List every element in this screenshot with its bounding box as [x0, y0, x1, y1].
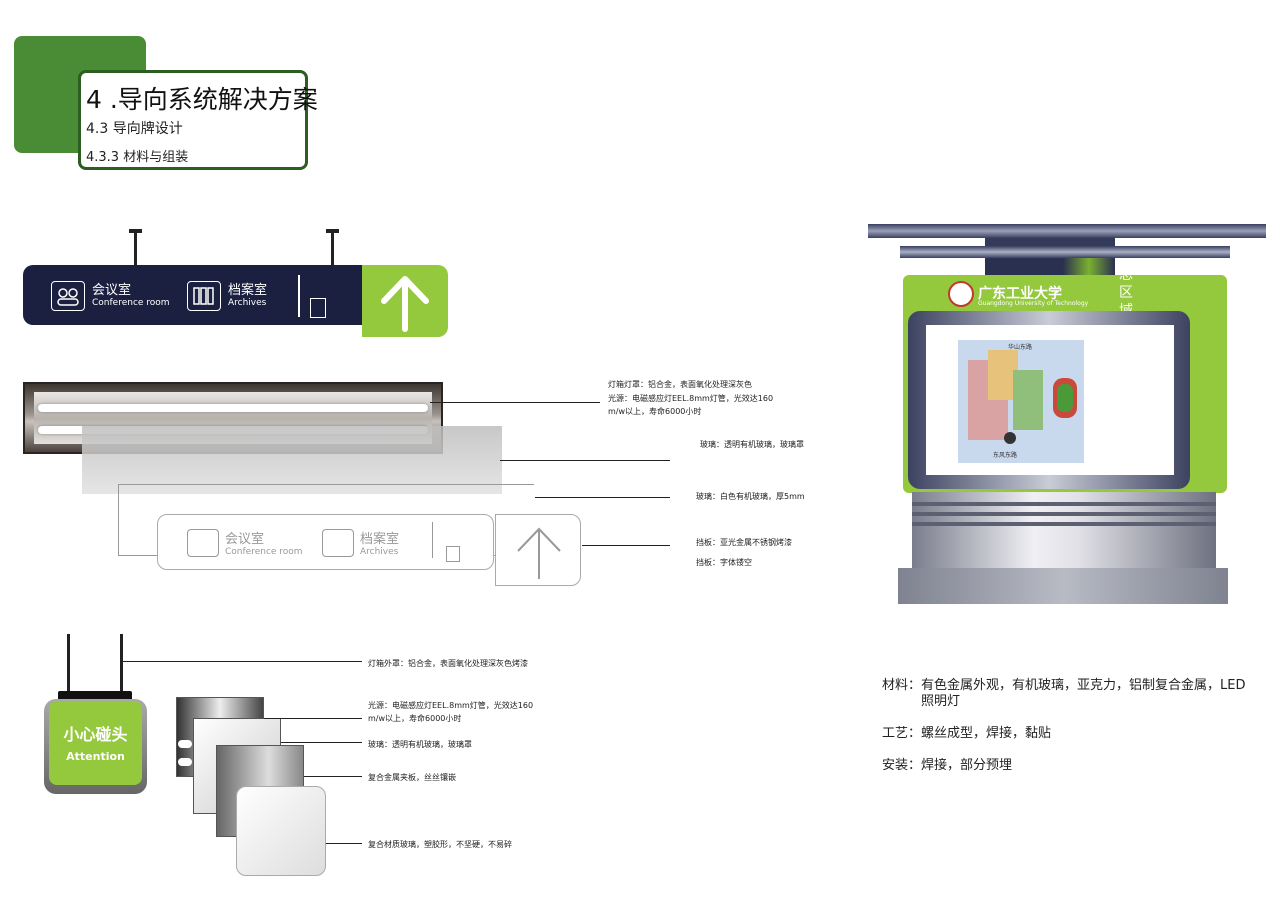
front-panel-outline	[157, 514, 494, 570]
anno-housing-3: m/w以上，寿命6000小时	[608, 407, 702, 416]
kiosk-stripe-2	[912, 512, 1216, 516]
ghost-room1-cn: 会议室	[225, 532, 265, 547]
ghost-item-conference: 会议室 Conference room	[187, 528, 303, 557]
page-title: 4 .导向系统解决方案	[86, 85, 318, 114]
sign-item-conference: 会议室 Conference room	[51, 281, 170, 311]
ss-anno-2a: 光源：电磁感应灯EEL.8mm灯管，光效达160	[368, 701, 534, 710]
campus-map	[958, 340, 1084, 463]
map-road-bottom: 东风东路	[993, 452, 1018, 459]
kiosk-university-cn: 广东工业大学	[978, 286, 1062, 302]
kiosk-stripe-3	[912, 522, 1216, 526]
small-sign-en: Attention	[66, 750, 125, 763]
light-tube-upper	[38, 404, 428, 412]
ghost-item-archives: 档案室 Archives	[322, 528, 399, 557]
ghost-divider	[432, 522, 433, 558]
small-sign-rod-right	[120, 634, 123, 694]
spec-process: 工艺：螺丝成型，焊接，黏贴	[882, 726, 1052, 741]
university-logo-icon	[948, 281, 974, 307]
ghost-room1-en: Conference room	[225, 547, 303, 557]
anno-panel-2: 挡板：字体镂空	[696, 558, 752, 567]
ghost-room2-en: Archives	[360, 547, 399, 557]
header-box	[78, 70, 308, 170]
leader-2	[500, 460, 670, 461]
kiosk-roof-neck	[985, 238, 1115, 246]
ss-anno-5: 复合材质玻璃，塑胶形，不坚硬，不易碎	[368, 840, 512, 849]
hanging-sign-arrow-panel	[362, 265, 448, 337]
leader-4	[582, 545, 670, 546]
kiosk-roof-lower	[900, 246, 1230, 258]
small-sign-rod-left	[67, 634, 70, 694]
up-arrow-outline-icon	[517, 527, 561, 579]
layer-tube-2	[178, 758, 192, 766]
anno-housing-2: 光源：电磁感应灯EEL.8mm灯管，光效达160	[608, 394, 774, 403]
leader-1	[430, 402, 600, 403]
ghost-room2-cn: 档案室	[360, 532, 400, 547]
ss-leader-5	[326, 843, 362, 844]
up-arrow-icon	[381, 276, 429, 332]
archive-outline-icon	[322, 528, 354, 557]
acrylic-glass-layer	[82, 426, 502, 494]
small-sign-top-bar	[58, 691, 132, 701]
room2-en: Archives	[228, 298, 267, 308]
spec-materials: 材料：有色金属外观，有机玻璃，亚克力，铝制复合金属，LED	[882, 678, 1246, 693]
small-sign-cn: 小心碰头	[63, 725, 128, 744]
anno-white-glass: 玻璃：白色有机玻璃，厚5mm	[696, 492, 805, 501]
ss-leader-3	[281, 742, 362, 743]
ss-leader-4	[304, 776, 362, 777]
meeting-icon	[51, 281, 85, 311]
hanging-sign-panel	[23, 265, 371, 325]
ss-leader-2	[264, 718, 362, 719]
layer-composite-glass	[236, 786, 326, 876]
room2-cn: 档案室	[228, 283, 268, 298]
kiosk-base	[898, 568, 1228, 604]
ss-anno-1: 灯箱外罩：铝合金，表面氧化处理深灰色烤漆	[368, 659, 528, 668]
front-arrow-panel-outline	[495, 514, 581, 586]
ss-anno-2b: m/w以上，寿命6000小时	[368, 714, 462, 723]
layer-tube-1	[178, 740, 192, 748]
room1-en: Conference room	[92, 298, 170, 308]
page-subtitle: 4.3 导向牌设计	[86, 121, 183, 137]
kiosk-university-en: Guangdong University of Technology	[978, 300, 1089, 307]
kiosk-roof-collar	[985, 258, 1115, 276]
small-sign-face	[49, 701, 142, 785]
person-outline-icon	[446, 546, 460, 562]
anno-housing-1: 灯箱灯罩：铝合金，表面氧化处理深灰色	[608, 380, 752, 389]
ss-leader-1	[122, 661, 362, 662]
archive-icon	[187, 281, 221, 311]
hanging-rod-left	[134, 231, 137, 266]
map-road-top: 华山东路	[1008, 344, 1033, 351]
hanging-rod-right	[331, 231, 334, 266]
ss-anno-4: 复合金属夹板，丝丝镶嵌	[368, 773, 456, 782]
kiosk-roof-upper	[868, 224, 1266, 238]
anno-glass: 玻璃：透明有机玻璃，玻璃罩	[700, 440, 804, 449]
page-section: 4.3.3 材料与组装	[86, 150, 189, 165]
anno-panel-1: 挡板：亚光金属不锈钢烤漆	[696, 538, 792, 547]
spec-materials-cont: 照明灯	[921, 694, 961, 709]
sign-divider	[298, 275, 300, 317]
spec-install: 安装：焊接，部分预埋	[882, 758, 1013, 773]
kiosk-stripe-1	[912, 502, 1216, 506]
sign-item-archives: 档案室 Archives	[187, 281, 267, 311]
ss-anno-3: 玻璃：透明有机玻璃，玻璃罩	[368, 740, 472, 749]
meeting-outline-icon	[187, 528, 219, 557]
person-icon	[310, 298, 326, 318]
room1-cn: 会议室	[92, 283, 132, 298]
leader-3	[535, 497, 670, 498]
